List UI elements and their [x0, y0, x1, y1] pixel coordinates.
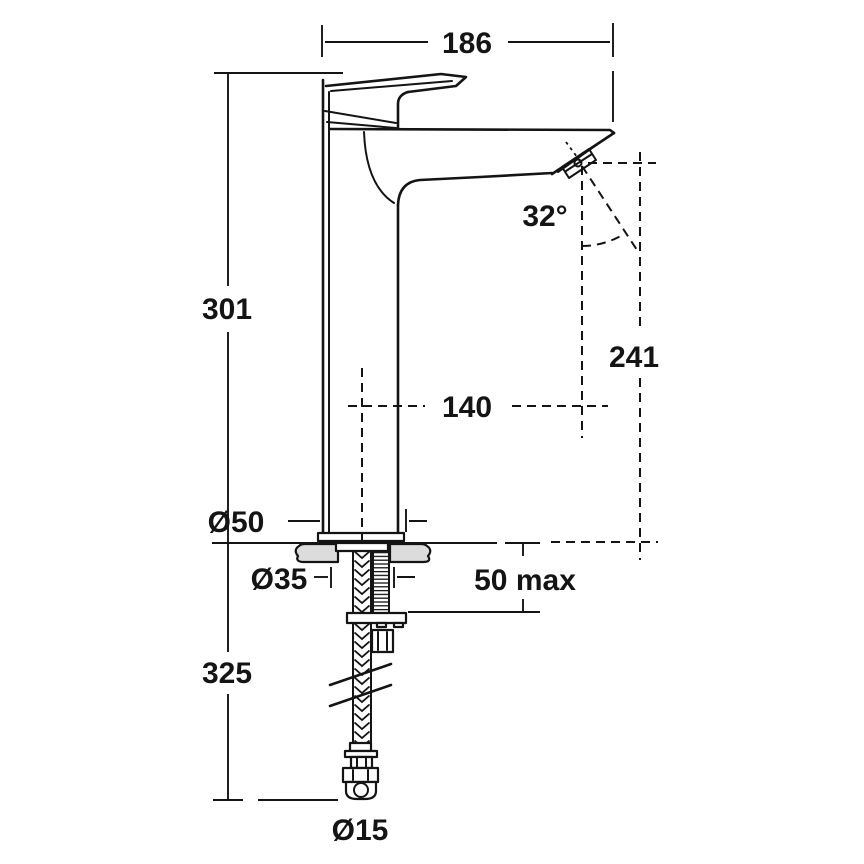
dimension-body-height: 301: [202, 72, 343, 543]
deck-cross-section-right: [388, 542, 432, 564]
dim-deck-thickness-label: 50 max: [474, 564, 576, 597]
dim-hole-diameter-label: Ø35: [251, 563, 308, 596]
deck-cross-section-left: [294, 542, 340, 564]
handle-collar-line-lower: [326, 121, 397, 129]
dimension-outlet-height: 241: [551, 152, 659, 560]
aerator-inner-line: [565, 153, 593, 172]
spout-underside: [396, 171, 554, 207]
mounting-plate: [345, 611, 408, 625]
base-gasket: [334, 541, 390, 553]
spout: [328, 127, 616, 207]
installation-parts: [328, 550, 408, 801]
mounting-plate-tab-right: [392, 621, 405, 629]
fitting-olive: [344, 780, 378, 801]
dim-connector-diameter-label: Ø15: [332, 814, 389, 847]
mounting-plate-tab-left: [375, 621, 388, 629]
handle-top-edge: [324, 72, 468, 94]
spray-angle-arc: [581, 233, 625, 247]
dim-outlet-height-label: 241: [609, 341, 659, 374]
fitting-neck: [349, 755, 374, 770]
break-line-upper: [328, 662, 393, 687]
compression-fitting: [341, 741, 380, 801]
dim-spray-angle-label: 32°: [522, 200, 567, 233]
dim-spout-reach-label: 140: [442, 391, 492, 424]
dim-below-deck-label: 325: [202, 657, 252, 690]
dim-spout-width-label: 186: [442, 27, 492, 60]
dimension-connector-diameter: Ø15: [332, 814, 389, 847]
dimension-spout-reach: 140: [348, 368, 608, 545]
dim-body-height-label: 301: [202, 293, 252, 326]
threaded-mounting-rod: [372, 550, 390, 614]
dimension-deck-thickness: 50 max: [408, 542, 576, 613]
spout-end-face-inner: [557, 135, 610, 173]
fitting-nut: [341, 766, 380, 784]
handle-collar-line-upper: [324, 110, 397, 124]
body-spout-transition-curve: [363, 131, 395, 204]
deck-section: [212, 541, 497, 564]
handle-top-inner-line: [330, 80, 453, 92]
braided-supply-hose: [352, 550, 372, 744]
dim-base-diameter-label: Ø50: [208, 506, 265, 539]
dimension-spout-width: 186: [321, 23, 614, 122]
break-line-lower: [328, 683, 393, 708]
faucet-outline: [316, 72, 616, 543]
dimension-hole-diameter: Ø35: [251, 563, 415, 596]
dimension-spray-angle: 32°: [522, 141, 638, 438]
hose-break-symbol: [328, 662, 393, 708]
dimension-below-deck: 325: [202, 543, 338, 801]
spout-top-edge: [328, 127, 616, 135]
aerator-housing: [561, 148, 597, 179]
hose-end-cap: [348, 741, 373, 753]
dimension-base-diameter: Ø50: [208, 506, 427, 539]
handle-front-curl: [396, 90, 410, 130]
fitting-olive-detail: [353, 782, 369, 798]
mounting-nut: [370, 628, 395, 654]
mounting-nut-body: [370, 628, 395, 654]
spray-angle-line: [581, 165, 638, 251]
handle-lever: [324, 72, 468, 130]
